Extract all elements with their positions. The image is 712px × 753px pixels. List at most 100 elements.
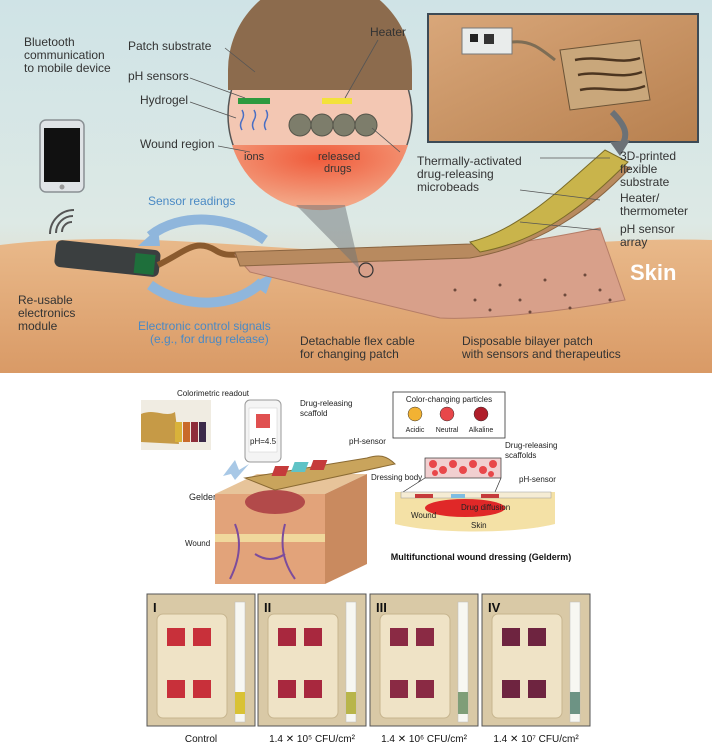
indicator-square [193, 628, 211, 646]
label-ph-sensor-right: pH-sensor [519, 475, 556, 484]
label-patch-substrate: Patch substrate [128, 39, 212, 53]
magnify-line-left [402, 477, 426, 493]
ph-strip-pad [235, 692, 245, 714]
particle-dots [429, 460, 497, 477]
teal-sensor [290, 462, 309, 472]
label-bilayer-patch: Disposable bilayer patch with sensors an… [461, 334, 621, 361]
tile-caption: 1.4 ✕ 10⁶ CFU/cm² [381, 734, 468, 745]
wireless-signal-icon [49, 209, 75, 235]
label-ph-sensor-left: pH-sensor [349, 437, 386, 446]
indicator-square [528, 680, 546, 698]
magnifier-cone [296, 205, 360, 270]
label-drug-diffusion: Drug diffusion [461, 503, 510, 512]
sample-tile: II 1.4 ✕ 10⁵ CFU/cm² [257, 593, 367, 745]
tile-roman-label: II [264, 600, 271, 615]
indicator-square [390, 628, 408, 646]
red-scaffold-1 [271, 466, 290, 476]
electronics-module [54, 240, 161, 277]
heater-element [322, 98, 352, 104]
label-ions: ions [244, 151, 265, 163]
ph-sensor-element [238, 98, 270, 104]
control-signals-arrowhead [252, 272, 274, 294]
smart-bandage-diagram: Bluetooth communication to mobile device… [0, 0, 712, 373]
control-signals-arrow [147, 278, 266, 308]
ph-strip-pad [458, 692, 468, 714]
label-wound-left: Wound [185, 539, 210, 548]
label-3d-substrate: 3D-printed flexible substrate [620, 149, 679, 189]
patch-dots [453, 273, 612, 314]
label-heater-thermometer: Heater/ thermometer [620, 191, 688, 218]
tile-caption: 1.4 ✕ 10⁵ CFU/cm² [269, 734, 356, 745]
gelderm-dressing [243, 455, 397, 491]
tile-roman-label: IV [488, 600, 501, 615]
label-ph-sensors: pH sensors [128, 69, 189, 83]
label-sensor-readings: Sensor readings [148, 194, 235, 208]
sample-tile: IV1.4 ✕ 10⁷ CFU/cm² [481, 593, 591, 745]
legend-neutral-dot [439, 406, 455, 422]
device-photo [427, 13, 699, 143]
legend-alkaline-label: Alkaline [469, 427, 494, 434]
label-ph-array: pH sensor array [620, 222, 678, 249]
label-electronics: Re-usable electronics module [18, 293, 79, 333]
indicator-square [502, 628, 520, 646]
middle-caption: Multifunctional wound dressing (Gelderm) [391, 552, 572, 562]
ph-test-strip [457, 601, 469, 723]
label-scaffold: Drug-releasing scaffold [300, 399, 355, 418]
magnified-cross-section: ions released drugs [227, 0, 413, 211]
indicator-square [278, 628, 296, 646]
skin-block [215, 474, 367, 584]
sensor-array-layer [469, 149, 629, 253]
label-colorimetric: Colorimetric readout [177, 389, 250, 398]
legend-alkaline-dot [473, 406, 489, 422]
ph-strip-pad [570, 692, 580, 714]
indicator-square [167, 680, 185, 698]
label-dressing-body: Dressing body [371, 473, 422, 482]
legend-acidic-label: Acidic [406, 427, 425, 434]
gelderm-diagram: Colorimetric readout pH=4.5 Drug-releasi… [141, 389, 572, 584]
label-wound-right: Wound [411, 511, 436, 520]
red-scaffold-2 [309, 460, 328, 470]
tile-caption: Control [185, 734, 217, 745]
legend-acidic-dot [407, 406, 423, 422]
label-gelderm: Gelderm [189, 492, 224, 502]
legend-neutral-label: Neutral [436, 427, 459, 434]
particles-legend: Acidic Neutral Alkaline [406, 406, 494, 434]
smartphone-icon [39, 119, 85, 193]
label-heater: Heater [370, 25, 406, 39]
label-ph-value: pH=4.5 [250, 437, 277, 446]
sample-tile: I Control [146, 593, 256, 745]
magnify-line-right [494, 477, 502, 493]
label-scaffolds-right: Drug-releasing scaffolds [505, 441, 560, 460]
indicator-square [278, 680, 296, 698]
indicator-square [304, 628, 322, 646]
label-flex-cable: Detachable flex cable for changing patch [300, 334, 418, 361]
sensor-readings-arrow [146, 214, 268, 245]
indicator-square [416, 628, 434, 646]
indicator-square [167, 628, 185, 646]
tile-roman-label: I [153, 600, 157, 615]
indicator-square [193, 680, 211, 698]
label-particles-title: Color-changing particles [406, 395, 492, 404]
magnifier-focus [358, 262, 374, 278]
upload-arrow [223, 460, 249, 480]
indicator-square [390, 680, 408, 698]
dressing-cross-section [395, 491, 555, 532]
label-wound-region: Wound region [140, 137, 215, 151]
phone-icon [244, 399, 282, 463]
label-skin: Skin [630, 260, 676, 285]
label-released-drugs: released drugs [318, 151, 363, 175]
ph-test-strip [234, 601, 246, 723]
ph-test-strip [569, 601, 581, 723]
indicator-square [416, 680, 434, 698]
microbeads [288, 113, 378, 137]
photo-arrowhead [610, 140, 630, 156]
label-skin-right: Skin [471, 521, 487, 530]
label-control-signals: Electronic control signals (e.g., for dr… [138, 319, 274, 346]
label-microbeads: Thermally-activated drug-releasing micro… [417, 154, 525, 194]
ion-wave-icon [239, 109, 269, 131]
leader-lines [189, 39, 610, 231]
colorimetric-strip-photo [141, 400, 211, 450]
label-bluetooth: Bluetooth communication to mobile device [24, 35, 111, 75]
